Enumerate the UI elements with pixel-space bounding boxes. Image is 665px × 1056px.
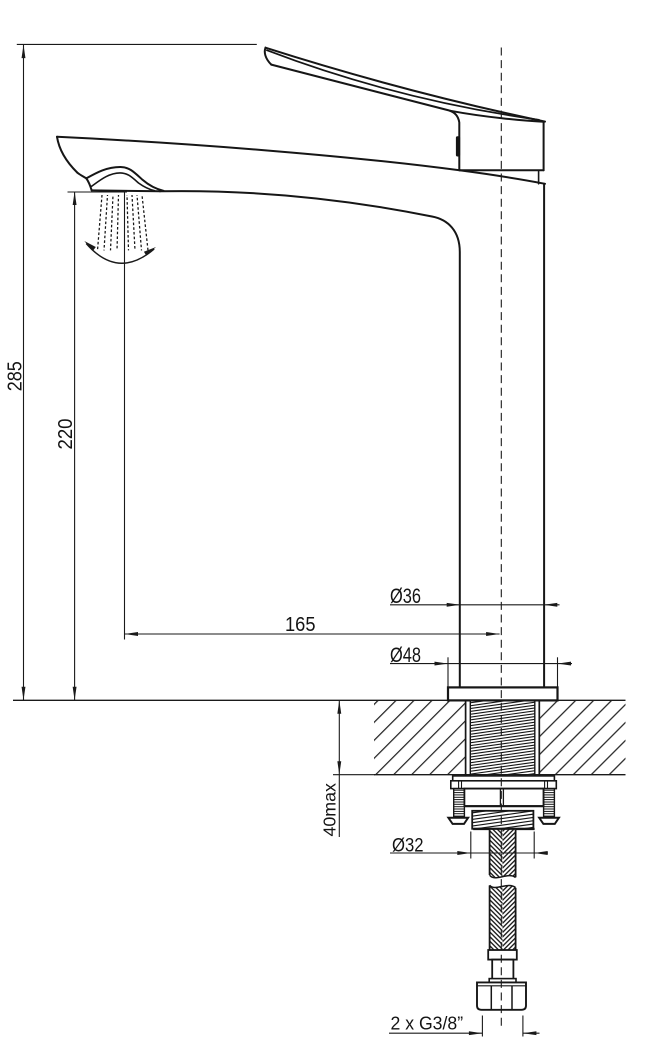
svg-text:Ø36: Ø36: [390, 585, 421, 608]
svg-text:165: 165: [285, 614, 316, 636]
svg-text:285: 285: [4, 361, 26, 391]
svg-text:Ø32: Ø32: [392, 835, 424, 856]
svg-text:2 x G3/8”: 2 x G3/8”: [391, 1013, 464, 1034]
svg-text:220: 220: [55, 419, 77, 450]
svg-text:Ø48: Ø48: [390, 644, 421, 667]
svg-text:40max: 40max: [319, 783, 339, 837]
